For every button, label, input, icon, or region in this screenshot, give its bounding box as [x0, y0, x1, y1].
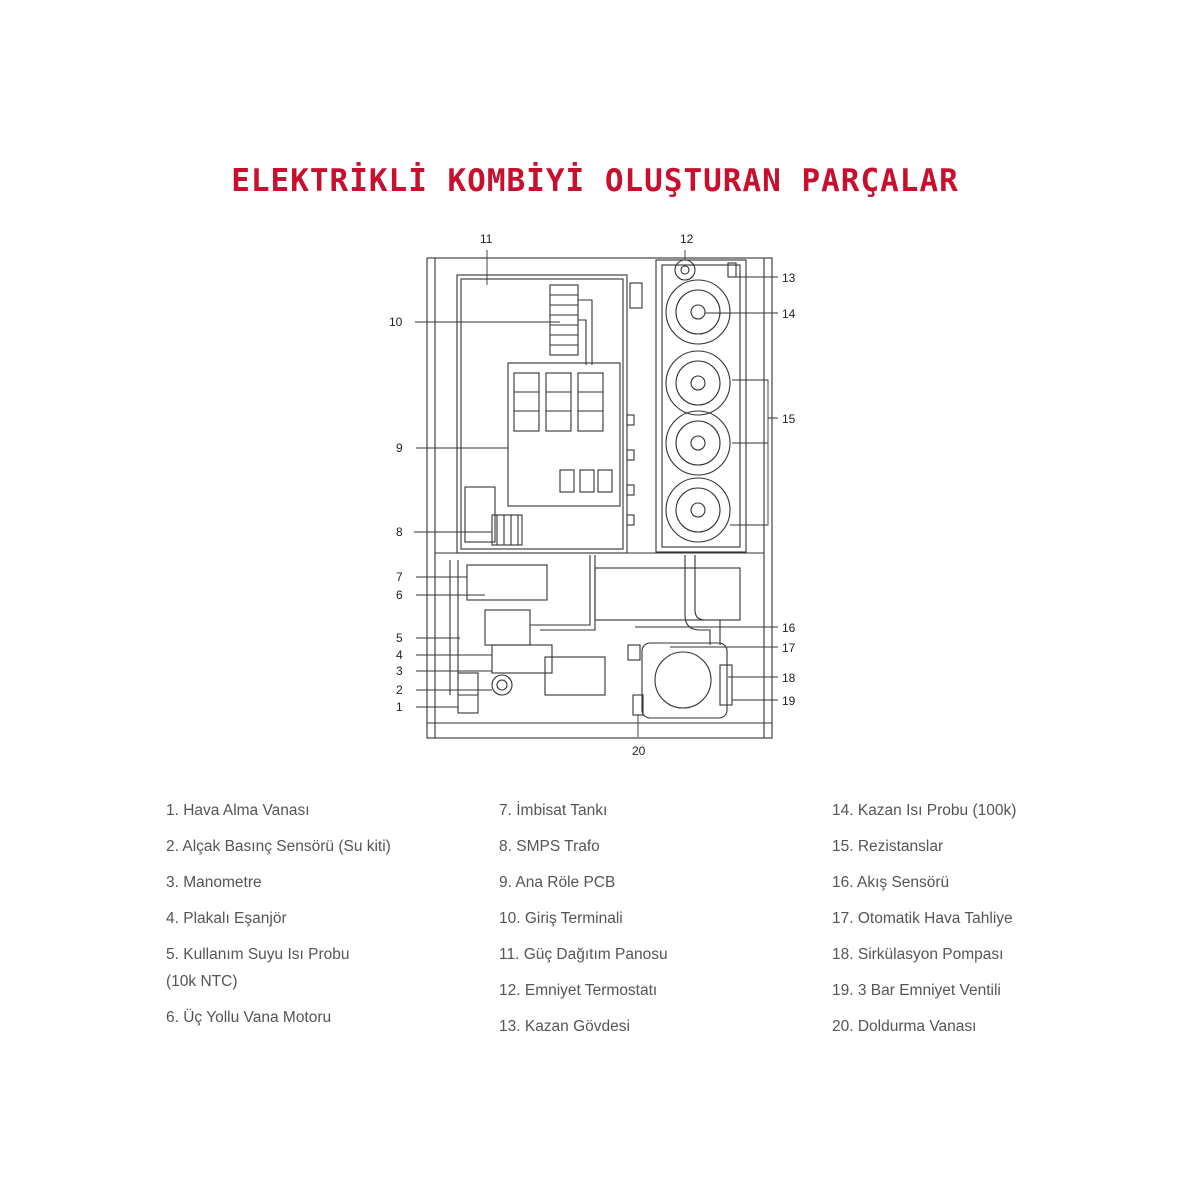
legend-column-3: 14. Kazan Isı Probu (100k) 15. Rezistans…	[832, 797, 1132, 1049]
callout-18: 18	[782, 671, 796, 685]
resistance-1	[665, 279, 731, 345]
legend-item: 17. Otomatik Hava Tahliye	[832, 910, 1013, 927]
manometer	[491, 674, 513, 696]
input-terminal	[549, 284, 593, 365]
boiler-diagram-svg: 11 12 13 14 15 16 17 18 19 20 10 9 8 7 6…	[389, 232, 796, 758]
safety-thermostat	[674, 259, 696, 281]
legend-item: 5. Kullanım Suyu Isı Probu (10k NTC)	[166, 946, 350, 990]
legend-item: 18. Sirkülasyon Pompası	[832, 946, 1004, 963]
resistance-3	[665, 410, 731, 476]
callout-15: 15	[782, 412, 796, 426]
legend-column-1: 1. Hava Alma Vanası 2. Alçak Basınç Sens…	[166, 797, 466, 1040]
legend-item: 12. Emniyet Termostatı	[499, 982, 658, 999]
cabinet-outline	[426, 257, 773, 739]
relay-pcb	[507, 362, 621, 507]
callout-8: 8	[396, 525, 403, 539]
callout-13: 13	[782, 271, 796, 285]
smps-lower	[544, 656, 606, 696]
boiler-body	[655, 259, 747, 553]
pressure-sensor	[457, 672, 479, 714]
legend-item: 3. Manometre	[166, 874, 262, 891]
legend-item: 6. Üç Yollu Vana Motoru	[166, 1009, 332, 1026]
power-panel	[456, 274, 628, 554]
callout-16: 16	[782, 621, 796, 635]
parts-legend: 1. Hava Alma Vanası 2. Alçak Basınç Sens…	[0, 797, 1200, 1057]
flow-sensor	[627, 644, 641, 661]
callout-6: 6	[396, 588, 403, 602]
expansion-tank	[466, 564, 548, 601]
callout-12: 12	[680, 232, 694, 246]
callout-7: 7	[396, 570, 403, 584]
resistance-2	[665, 350, 731, 416]
callout-1: 1	[396, 700, 403, 714]
callout-3: 3	[396, 664, 403, 678]
legend-item: 9. Ana Röle PCB	[499, 874, 616, 891]
smps-transformer	[464, 486, 523, 546]
legend-item: 10. Giriş Terminali	[499, 910, 623, 927]
legend-item: 14. Kazan Isı Probu (100k)	[832, 802, 1017, 819]
three-way-valve	[484, 609, 531, 646]
callout-5: 5	[396, 631, 403, 645]
legend-item: 13. Kazan Gövdesi	[499, 1018, 630, 1035]
callout-9: 9	[396, 441, 403, 455]
legend-item: 20. Doldurma Vanası	[832, 1018, 977, 1035]
callout-11: 11	[480, 232, 493, 246]
boiler-diagram: 11 12 13 14 15 16 17 18 19 20 10 9 8 7 6…	[380, 225, 820, 765]
page-title: ELEKTRİKLİ KOMBİYİ OLUŞTURAN PARÇALAR	[231, 163, 959, 199]
callout-20: 20	[632, 744, 646, 758]
legend-item: 19. 3 Bar Emniyet Ventili	[832, 982, 1001, 999]
callout-10: 10	[389, 315, 403, 329]
callout-14: 14	[782, 307, 796, 321]
legend-item: 1. Hava Alma Vanası	[166, 802, 310, 819]
legend-item: 2. Alçak Basınç Sensörü (Su kiti)	[166, 838, 391, 855]
resistance-4	[665, 477, 731, 543]
legend-item: 8. SMPS Trafo	[499, 838, 600, 855]
callout-17: 17	[782, 641, 796, 655]
legend-item: 7. İmbisat Tankı	[499, 802, 608, 819]
legend-item: 4. Plakalı Eşanjör	[166, 910, 287, 927]
legend-column-2: 7. İmbisat Tankı 8. SMPS Trafo 9. Ana Rö…	[499, 797, 799, 1049]
plate-exchanger	[491, 644, 553, 674]
callout-2: 2	[396, 683, 403, 697]
callout-4: 4	[396, 648, 403, 662]
circulation-pump	[641, 642, 733, 719]
callout-19: 19	[782, 694, 796, 708]
legend-item: 11. Güç Dağıtım Panosu	[499, 946, 668, 963]
legend-item: 16. Akış Sensörü	[832, 874, 950, 891]
legend-item: 15. Rezistanslar	[832, 838, 944, 855]
